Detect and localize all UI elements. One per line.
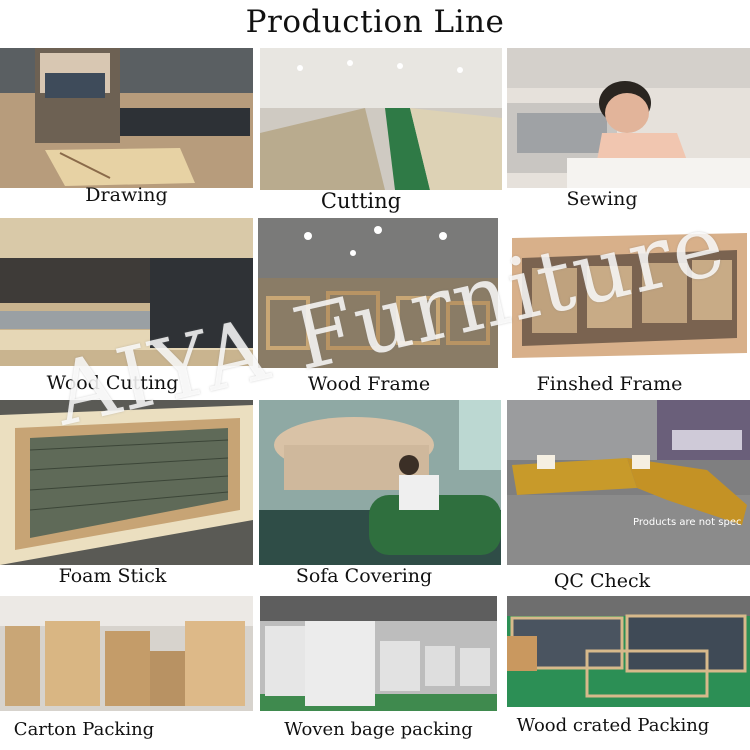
wood-crated-packing-photo: [507, 596, 750, 707]
tile-wood-frame: [258, 218, 498, 368]
carton-packing-photo: [0, 596, 253, 711]
foam-stick-photo: [0, 400, 253, 565]
caption-wood-cutting: Wood Cutting: [46, 372, 179, 394]
caption-sewing: Sewing: [566, 188, 638, 210]
sofa-covering-photo: [259, 400, 501, 565]
tile-drawing: [0, 48, 253, 188]
caption-finished-frame: Finshed Frame: [536, 373, 683, 395]
tile-sofa-covering: [259, 400, 501, 565]
tile-sewing: [507, 48, 750, 188]
qc-disclaimer: Products are not spec: [633, 517, 742, 528]
caption-sofa-covering: Sofa Covering: [295, 565, 433, 587]
tile-qc-check: Products are not spec: [507, 400, 750, 565]
wood-frame-photo: [258, 218, 498, 368]
caption-cutting: Cutting: [320, 189, 402, 213]
caption-woven-bag-packing: Woven bage packing: [284, 719, 473, 740]
tile-woven-bag-packing: [260, 596, 497, 711]
tile-carton-packing: [0, 596, 253, 711]
page-title: Production Line: [245, 4, 505, 40]
caption-wood-crated-packing: Wood crated Packing: [516, 715, 710, 736]
cutting-photo: [260, 48, 502, 190]
tile-cutting: [260, 48, 502, 190]
caption-drawing: Drawing: [85, 184, 168, 206]
caption-wood-frame: Wood Frame: [307, 373, 431, 395]
caption-carton-packing: Carton Packing: [13, 719, 155, 740]
tile-wood-cutting: [0, 218, 253, 366]
sewing-photo: [507, 48, 750, 188]
qc-check-photo: [507, 400, 750, 565]
drawing-photo: [0, 48, 253, 188]
tile-finished-frame: [507, 218, 750, 370]
caption-foam-stick: Foam Stick: [58, 565, 167, 587]
caption-qc-check: QC Check: [553, 570, 651, 592]
finished-frame-photo: [507, 218, 750, 370]
wood-cutting-photo: [0, 218, 253, 366]
tile-wood-crated-packing: [507, 596, 750, 707]
woven-bag-packing-photo: [260, 596, 497, 711]
tile-foam-stick: [0, 400, 253, 565]
